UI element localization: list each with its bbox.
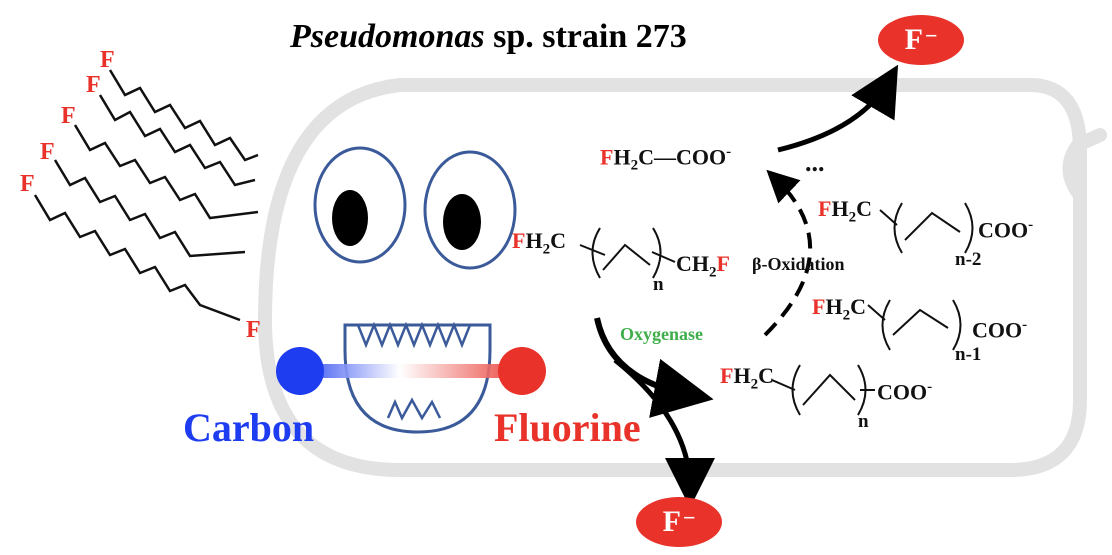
carbon-label: Carbon [183, 405, 315, 450]
acid-n1-left-group: FH2C [812, 296, 866, 323]
acid-n1-charge: - [1022, 317, 1028, 333]
ellipsis: ... [805, 148, 825, 177]
chain-1 [108, 69, 259, 162]
fluorine-atom [498, 347, 546, 395]
fluoride-release-arrow-bottom [613, 358, 715, 508]
chain-4-fluorine: F [40, 139, 55, 165]
right-eye [423, 150, 517, 270]
acid-n2-h-sub: 2 [848, 209, 857, 226]
fluoroacetate-h-sub: 2 [630, 157, 639, 174]
substrate-h-sub: 2 [542, 241, 551, 258]
substrate-right-group: CH2F [676, 253, 730, 280]
substrate-end-f: F [716, 251, 730, 276]
chain-1-fluorine: F [100, 47, 115, 73]
fluoride-ion-charge: − [682, 505, 696, 530]
fluoride-ion-top: F− [878, 15, 964, 65]
acid-n2-coo: COO [978, 217, 1029, 243]
chain-3-fluorine: F [61, 103, 76, 129]
acid-n-coo: COO [877, 379, 928, 405]
substrate-ch: CH [676, 251, 709, 276]
fluorinated-chains [33, 69, 259, 322]
acid-n-carboxylate: COO- [877, 380, 932, 403]
acid-n2-f: F [818, 196, 832, 221]
membrane-flap [1062, 128, 1107, 202]
acid-n-structure [771, 364, 875, 416]
acid-n1-f: F [812, 294, 826, 319]
lower-teeth [386, 397, 442, 421]
left-eye [313, 146, 407, 264]
fluoroacetate: FH2C—COO- [600, 145, 731, 174]
chain-2 [98, 94, 256, 187]
carbon-atom [276, 347, 324, 395]
face [313, 146, 517, 434]
title-genus: Pseudomonas [290, 18, 485, 55]
acid-n-index: n [858, 411, 869, 432]
fluoroacetate-charge: - [726, 144, 732, 160]
fluorine-label: Fluorine [494, 405, 641, 450]
substrate-c: C [550, 228, 566, 253]
substrate-h: H [525, 228, 543, 253]
chain-4 [53, 159, 246, 258]
left-pupil [332, 190, 368, 246]
fluoride-release-arrow-top [777, 64, 899, 153]
fluoroacetate-f: F [600, 144, 614, 170]
acid-n1-coo: COO [972, 317, 1023, 343]
oxygenase-label: Oxygenase [620, 324, 703, 344]
acid-n-f: F [720, 363, 734, 388]
chain-2-fluorine: F [86, 72, 101, 98]
fluoride-ion-bottom: F− [636, 497, 722, 547]
acid-n2-carboxylate: COO- [978, 218, 1033, 241]
acid-n1-h-sub: 2 [842, 307, 851, 324]
substrate-n: n [653, 274, 664, 295]
substrate-left-group: FH2C [512, 230, 566, 257]
upper-teeth [356, 321, 472, 349]
acid-n2-c: C [856, 196, 872, 221]
acid-n-left-group: FH2C [720, 365, 774, 392]
substrate-ch-sub: 2 [709, 264, 717, 281]
acid-n1-carboxylate: COO- [972, 318, 1027, 341]
fluoride-ion-symbol: F [662, 505, 681, 538]
fluoroacetate-coo: COO [675, 144, 727, 170]
beta-oxidation-label: β-Oxidation [752, 254, 845, 274]
chain-3 [73, 124, 259, 220]
diagram-title: Pseudomonas sp. strain 273 [290, 20, 687, 54]
chain-5-end-fluorine: F [246, 317, 261, 343]
acid-n2-h: H [831, 196, 849, 221]
acid-n2-left-group: FH2C [818, 198, 872, 225]
acid-n2-index: n-2 [955, 249, 982, 270]
acid-n-c: C [758, 363, 774, 388]
acid-n-h: H [733, 363, 751, 388]
fluoroacetate-c: C [638, 144, 654, 170]
fluoroacetate-bond: — [653, 144, 676, 170]
acid-n-h-sub: 2 [750, 376, 759, 393]
acid-n1-index: n-1 [955, 344, 982, 365]
substrate-f: F [512, 228, 526, 253]
chain-5-fluorine: F [20, 171, 35, 197]
acid-n1-h: H [825, 294, 843, 319]
acid-n1-structure [867, 299, 962, 351]
right-pupil [443, 194, 481, 250]
acid-n2-charge: - [1028, 217, 1034, 233]
c-f-bond [300, 364, 522, 378]
beta-oxidation-arrow [763, 169, 813, 337]
acid-n-charge: - [927, 379, 933, 395]
fluoride-ion-charge: − [924, 23, 938, 48]
acid-n1-c: C [850, 294, 866, 319]
acid-n2-structure [879, 202, 974, 254]
fluoroacetate-h: H [613, 144, 631, 170]
cell-membrane [257, 78, 1087, 477]
title-strain: sp. strain 273 [493, 18, 687, 55]
substrate-structure [579, 227, 676, 279]
fluoride-ion-symbol: F [904, 23, 923, 56]
chain-5 [33, 194, 241, 322]
